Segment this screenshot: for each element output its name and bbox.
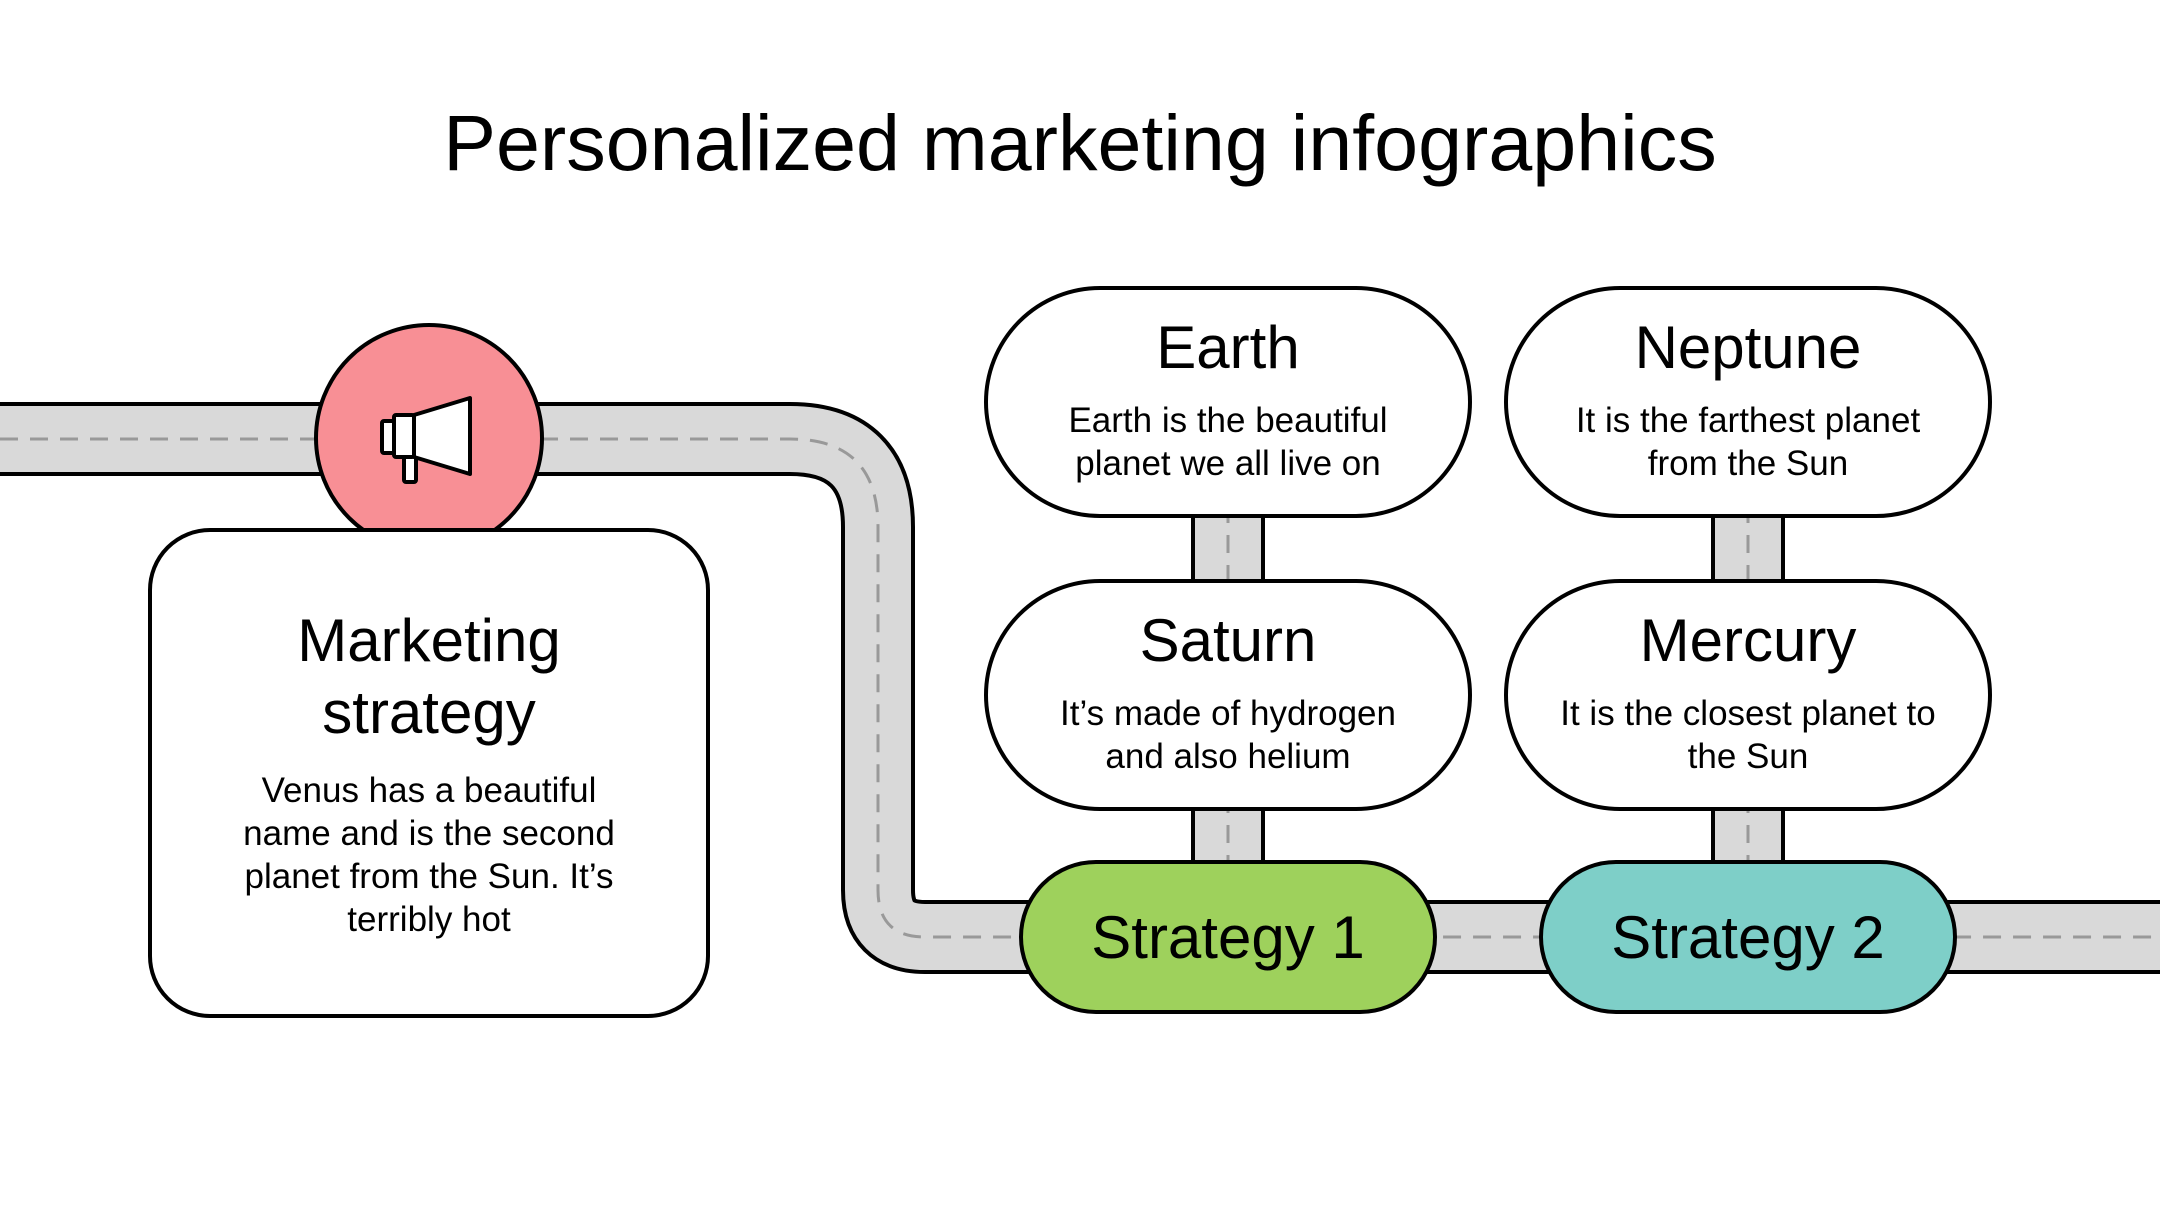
card-title: Earth — [1156, 314, 1300, 381]
card-text: It is the farthest planet from the Sun — [1575, 401, 1921, 483]
card-earth: Earth Earth is the beautiful planet we a… — [984, 286, 1472, 518]
card-title: Neptune — [1634, 314, 1862, 381]
card-neptune: Neptune It is the farthest planet from t… — [1504, 286, 1992, 518]
marketing-icon-circle — [314, 323, 544, 553]
marketing-strategy-text: Venus has a beautiful name and is the se… — [243, 771, 615, 939]
card-title: Mercury — [1639, 607, 1857, 674]
marketing-strategy-card: Marketing strategy Venus has a beautiful… — [148, 528, 710, 1018]
card-title: Saturn — [1139, 607, 1317, 674]
card-saturn: Saturn It’s made of hydrogen and also he… — [984, 579, 1472, 811]
strategy-2-badge: Strategy 2 — [1539, 860, 1957, 1014]
marketing-strategy-title: Marketing strategy — [297, 607, 561, 746]
page-title: Personalized marketing infographics — [443, 98, 1717, 187]
megaphone-icon — [380, 396, 472, 484]
card-text: It is the closest planet to the Sun — [1560, 694, 1936, 776]
card-text: Earth is the beautiful planet we all liv… — [1068, 401, 1388, 483]
card-text: It’s made of hydrogen and also helium — [1060, 694, 1396, 776]
strategy-1-badge: Strategy 1 — [1019, 860, 1437, 1014]
card-mercury: Mercury It is the closest planet to the … — [1504, 579, 1992, 811]
